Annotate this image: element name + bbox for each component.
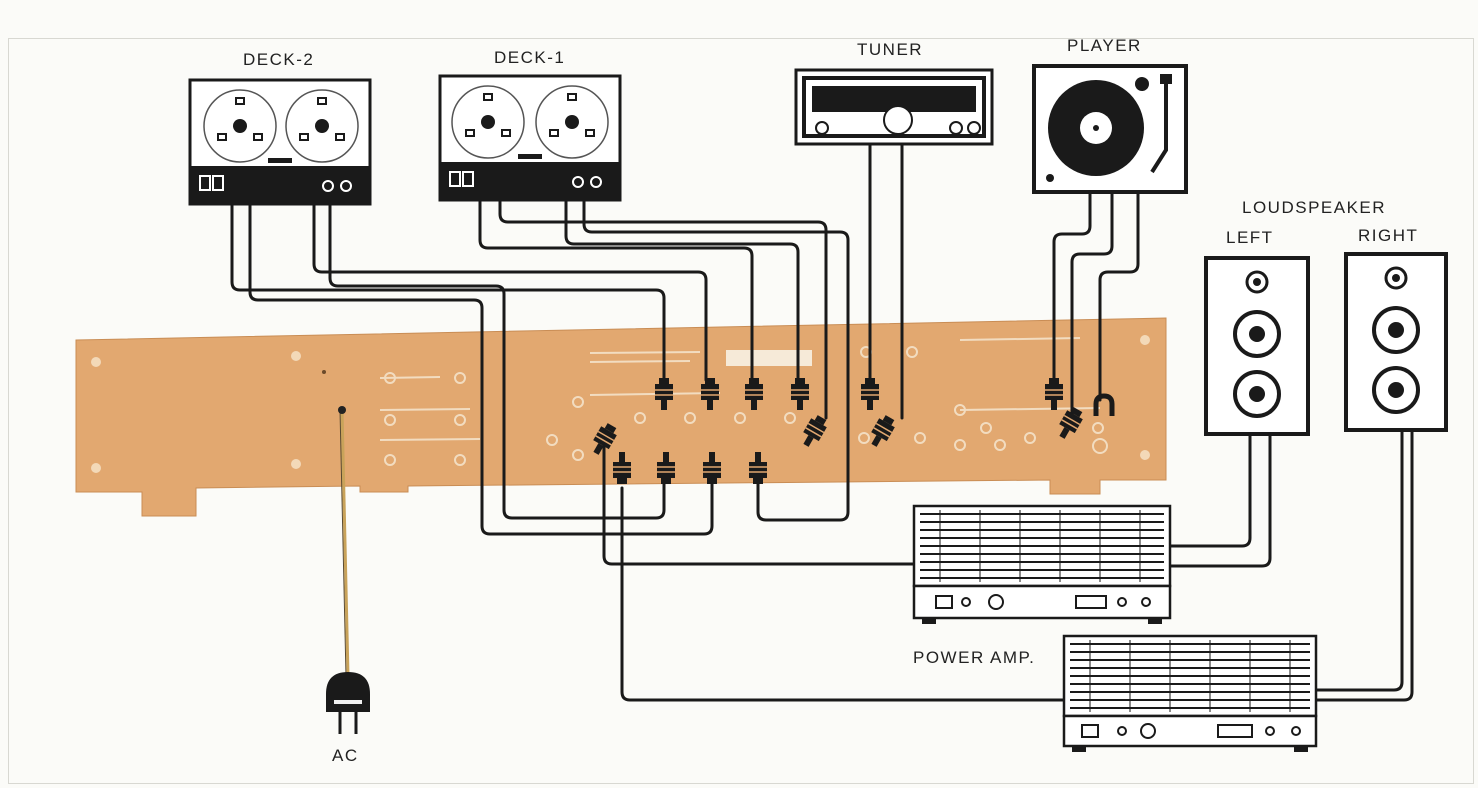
ac-cord	[340, 409, 350, 677]
speaker-right	[1344, 252, 1448, 432]
signal-cables	[230, 142, 1414, 702]
power-amp-2	[1062, 634, 1318, 752]
tuner-unit	[794, 68, 994, 146]
preamp-rear-panel	[75, 317, 1167, 517]
speaker-left	[1204, 256, 1310, 436]
power-amp-1	[912, 504, 1172, 624]
deck-1-unit	[438, 74, 622, 202]
deck-1-label: DECK-1	[494, 48, 566, 67]
ac-plug	[326, 672, 370, 734]
right-speaker-label: RIGHT	[1358, 226, 1419, 245]
deck-2-label: DECK-2	[243, 50, 315, 69]
diagram-frame	[8, 38, 1474, 784]
tuner-label: TUNER	[857, 40, 924, 59]
left-speaker-label: LEFT	[1226, 228, 1274, 247]
ac-label: AC	[332, 746, 359, 765]
power-amp-label: POWER AMP.	[913, 648, 1036, 667]
rca-plugs	[587, 377, 1115, 485]
player-label: PLAYER	[1067, 36, 1142, 55]
deck-2-unit	[188, 78, 372, 206]
turntable-unit	[1032, 64, 1188, 194]
loudspeaker-label: LOUDSPEAKER	[1242, 198, 1387, 217]
